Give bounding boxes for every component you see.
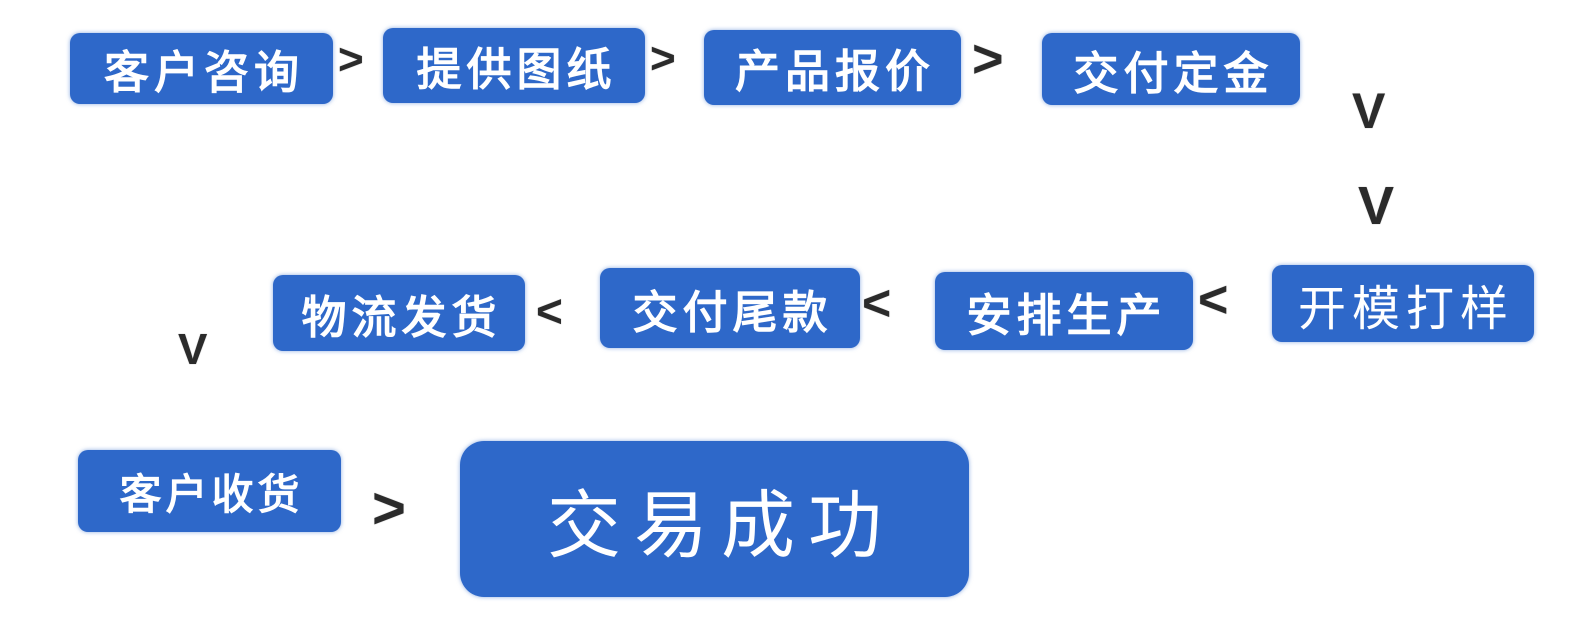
arrow-down-icon-2: V (1358, 176, 1395, 236)
arrow-right-icon-1: > (338, 35, 364, 84)
arrow-down-icon-3: V (178, 325, 208, 374)
step-arrange-production: 安排生产 (935, 272, 1193, 350)
arrow-left-icon-2: < (862, 275, 892, 331)
step-provide-drawings: 提供图纸 (383, 28, 645, 103)
step-transaction-success: 交易成功 (460, 441, 969, 597)
step-mold-sampling: 开模打样 (1272, 265, 1534, 342)
arrow-right-icon-4: > (372, 476, 406, 541)
step-logistics-shipping: 物流发货 (273, 275, 525, 351)
step-pay-deposit: 交付定金 (1042, 33, 1300, 105)
arrow-right-icon-2: > (650, 34, 676, 83)
arrow-left-icon-1: < (536, 285, 563, 337)
step-pay-balance: 交付尾款 (600, 268, 860, 348)
step-customer-inquiry: 客户咨询 (70, 33, 333, 104)
step-product-quotation: 产品报价 (704, 30, 961, 105)
step-customer-receipt: 客户收货 (78, 450, 341, 532)
arrow-left-icon-3: < (1198, 271, 1229, 329)
arrow-down-icon-1: V (1352, 83, 1386, 139)
arrow-right-icon-3: > (972, 29, 1004, 89)
